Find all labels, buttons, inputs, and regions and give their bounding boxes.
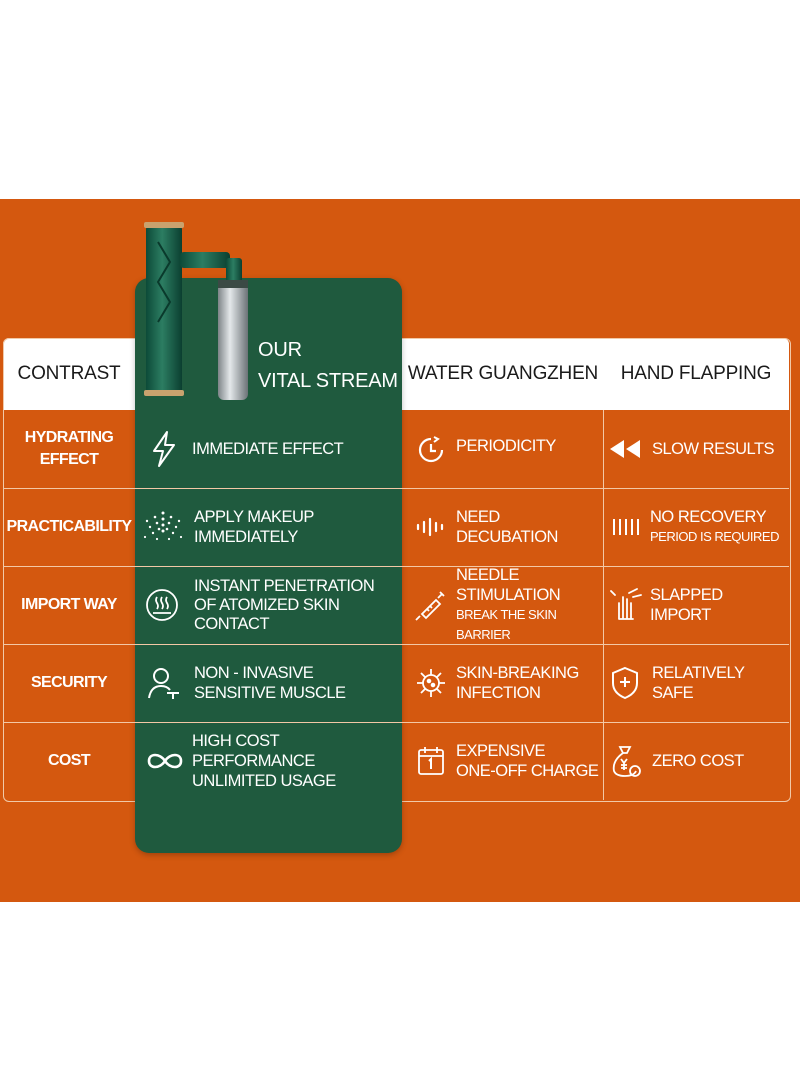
steam-icon — [144, 588, 180, 622]
device-image — [140, 222, 255, 407]
bars-icon — [608, 517, 642, 537]
row-label-practicability: PRACTICABILITY — [6, 518, 133, 535]
virus-icon — [414, 666, 448, 700]
header-ours: OUR VITAL STREAM — [258, 330, 402, 402]
cell-text: PERIODICITY — [456, 437, 556, 455]
column-divider — [603, 410, 604, 800]
cell-col3-hydrating: SLOW RESULTS — [608, 410, 788, 488]
row-label-hydrating: HYDRATING EFFECT — [24, 429, 114, 468]
cell-text: IMMEDIATE EFFECT — [192, 440, 344, 458]
calendar-icon — [414, 745, 448, 777]
header-hand-flapping: HAND FLAPPING — [620, 363, 772, 384]
spray-icon — [140, 507, 186, 547]
cell-col3-cost: ZERO COST — [608, 722, 788, 800]
cell-text: RELATIVELY SAFE — [652, 664, 745, 702]
row-label-cost: COST — [47, 752, 91, 769]
money-bag-icon — [608, 743, 644, 779]
syringe-icon — [414, 588, 448, 622]
cell-text: SLOW RESULTS — [652, 440, 775, 458]
cell-text: ZERO COST — [652, 752, 744, 770]
clock-icon — [414, 434, 448, 466]
row-label-import-way: IMPORT WAY — [21, 596, 117, 613]
infinity-icon — [144, 750, 186, 772]
header-ours-line2: VITAL STREAM — [258, 370, 398, 392]
lightning-icon — [146, 430, 182, 468]
rewind-icon — [608, 438, 642, 460]
header-water-guangzhen: WATER GUANGZHEN — [407, 363, 599, 384]
header-ours-line1: OUR — [258, 339, 302, 361]
cell-col3-security: RELATIVELY SAFE — [608, 644, 788, 722]
row-divider — [3, 488, 789, 489]
row-divider — [3, 722, 789, 723]
cell-ours-hydrating: IMMEDIATE EFFECT — [146, 410, 402, 488]
row-divider — [3, 644, 789, 645]
header-contrast: CONTRAST — [17, 363, 121, 384]
row-label-security: SECURITY — [30, 674, 108, 691]
shield-plus-icon — [608, 666, 642, 700]
waveform-icon — [414, 516, 448, 538]
person-icon — [146, 666, 182, 700]
cell-col2-hydrating: PERIODICITY — [414, 410, 602, 488]
hand-tap-icon — [608, 587, 644, 623]
row-divider — [3, 566, 789, 567]
